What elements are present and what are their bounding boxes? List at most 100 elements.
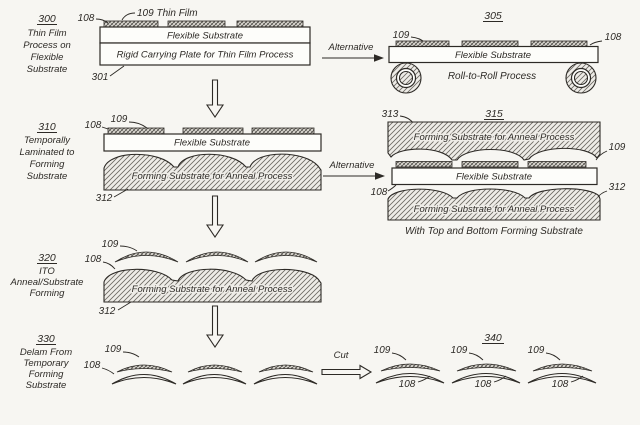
step-315: 313 315 Forming Substrate for Anneal Pro…: [371, 108, 626, 237]
forming-substrate-bottom-label: Forming Substrate for Anneal Process: [414, 204, 575, 215]
annealed-film-lens: [532, 363, 593, 372]
annealed-film-lens: [380, 363, 441, 372]
substrate-lens: [111, 374, 177, 385]
step-300: 300 Thin Film Process on Flexible Substr…: [23, 8, 311, 83]
annealed-film-lens: [116, 364, 173, 373]
step-320: 320 ITO Anneal/Substrate Forming 109 108…: [10, 239, 322, 317]
rigid-plate-box: [99, 42, 311, 66]
leader-line: [128, 121, 148, 129]
ref-312: 312: [609, 182, 626, 193]
step-330-caption-line: Delam From: [20, 347, 72, 358]
ref-312: 312: [96, 193, 113, 204]
thin-film-patch: [107, 127, 165, 135]
leader-line: [101, 367, 115, 375]
substrate-lens: [182, 374, 247, 385]
forming-substrate-label: Forming Substrate for Anneal Process: [132, 171, 293, 182]
step-340: 340 109 108 109 108 109 108: [374, 332, 597, 390]
substrate-lens: [253, 374, 318, 385]
step-310-caption-line: Temporally: [24, 135, 71, 146]
thin-film-patch: [251, 127, 315, 135]
forming-substrate-shape: [103, 153, 322, 191]
leader-line: [119, 245, 138, 252]
down-arrow-icon: [205, 305, 225, 348]
annealed-film-lens: [258, 364, 314, 373]
leader-line: [387, 184, 397, 192]
ref-108: 108: [85, 120, 102, 131]
step-330-number: 330: [37, 333, 55, 345]
down-arrow-icon: [205, 195, 225, 238]
leader-line: [121, 12, 136, 21]
step-320-caption-line: Forming: [30, 288, 66, 299]
ref-108: 108: [399, 379, 416, 390]
annealed-film-lens: [114, 251, 179, 263]
substrate-lens: [527, 373, 597, 384]
alternative-label: Alternative: [329, 160, 375, 171]
step-310-caption-line: Forming: [30, 159, 66, 170]
alternative-arrowhead-icon: [375, 172, 385, 180]
thin-film-patch: [461, 161, 519, 168]
ref-109: 109: [105, 344, 122, 355]
substrate-lens: [451, 373, 521, 384]
leader-line: [117, 301, 132, 311]
step-300-caption-line: Process on: [23, 40, 71, 51]
annealed-film-lens: [456, 363, 517, 372]
leader-line: [545, 352, 561, 361]
leader-line: [391, 352, 407, 361]
leader-line: [493, 375, 507, 383]
cut-label: Cut: [334, 350, 349, 361]
step-305: 305 Alternative 109 Flexible Substrate 1…: [322, 10, 622, 94]
step-300-number: 300: [38, 13, 56, 25]
leader-line: [95, 18, 109, 24]
roller-core: [398, 70, 414, 86]
ref-109-thin-film: 109 Thin Film: [137, 8, 198, 19]
step-310: 310 Temporally Laminated to Forming Subs…: [20, 114, 322, 204]
roller-core: [573, 70, 589, 86]
step-330: 330 Delam From Temporary Forming Substra…: [20, 333, 318, 391]
leader-line: [102, 261, 116, 270]
annealed-film-lens: [185, 251, 249, 263]
leader-line: [113, 188, 129, 198]
flexible-substrate-box: [103, 133, 322, 152]
leader-line: [595, 150, 608, 161]
thin-film-patch: [395, 40, 450, 47]
step-310-caption-line: Laminated to: [20, 147, 75, 158]
forming-substrate-top-label: Forming Substrate for Anneal Process: [414, 132, 575, 143]
step-320-caption-line: ITO: [39, 266, 55, 277]
alternative-arrowhead-icon: [374, 54, 384, 62]
cut-arrow-icon: [321, 364, 373, 380]
step-300-caption-line: Flexible: [31, 52, 64, 63]
ref-109: 109: [374, 345, 391, 356]
forming-substrate-label: Forming Substrate for Anneal Process: [132, 284, 293, 295]
thin-film-patch: [527, 161, 587, 168]
step-310-caption-line: Substrate: [27, 171, 68, 182]
flexible-substrate-label: Flexible Substrate: [456, 172, 532, 183]
thin-film-patch: [103, 20, 159, 28]
ref-109: 109: [111, 114, 128, 125]
ref-109: 109: [609, 142, 626, 153]
flexible-substrate-label: Flexible Substrate: [167, 31, 243, 42]
step-300-caption-line: Substrate: [27, 64, 68, 75]
substrate-lens: [375, 373, 445, 384]
ref-109: 109: [393, 30, 410, 41]
ref-108: 108: [371, 187, 388, 198]
ref-109: 109: [102, 239, 119, 250]
step-330-caption-line: Forming: [29, 369, 65, 380]
step-330-caption-line: Substrate: [26, 380, 67, 391]
ref-108: 108: [475, 379, 492, 390]
thin-film-patch: [395, 161, 453, 168]
ref-108: 108: [552, 379, 569, 390]
ref-109: 109: [451, 345, 468, 356]
annealed-film-lens: [187, 364, 243, 373]
leader-line: [417, 375, 431, 383]
forming-substrate-shape: [103, 268, 322, 303]
annealed-film-lens: [254, 251, 318, 263]
ref-108: 108: [85, 254, 102, 265]
step-300-caption-line: Thin Film: [27, 28, 66, 39]
step-315-caption: With Top and Bottom Forming Substrate: [405, 226, 583, 237]
leader-line: [597, 190, 608, 198]
step-320-number: 320: [38, 252, 56, 264]
leader-line: [570, 375, 584, 383]
thin-film-patch: [236, 20, 304, 28]
flexible-substrate-box: [391, 167, 598, 186]
